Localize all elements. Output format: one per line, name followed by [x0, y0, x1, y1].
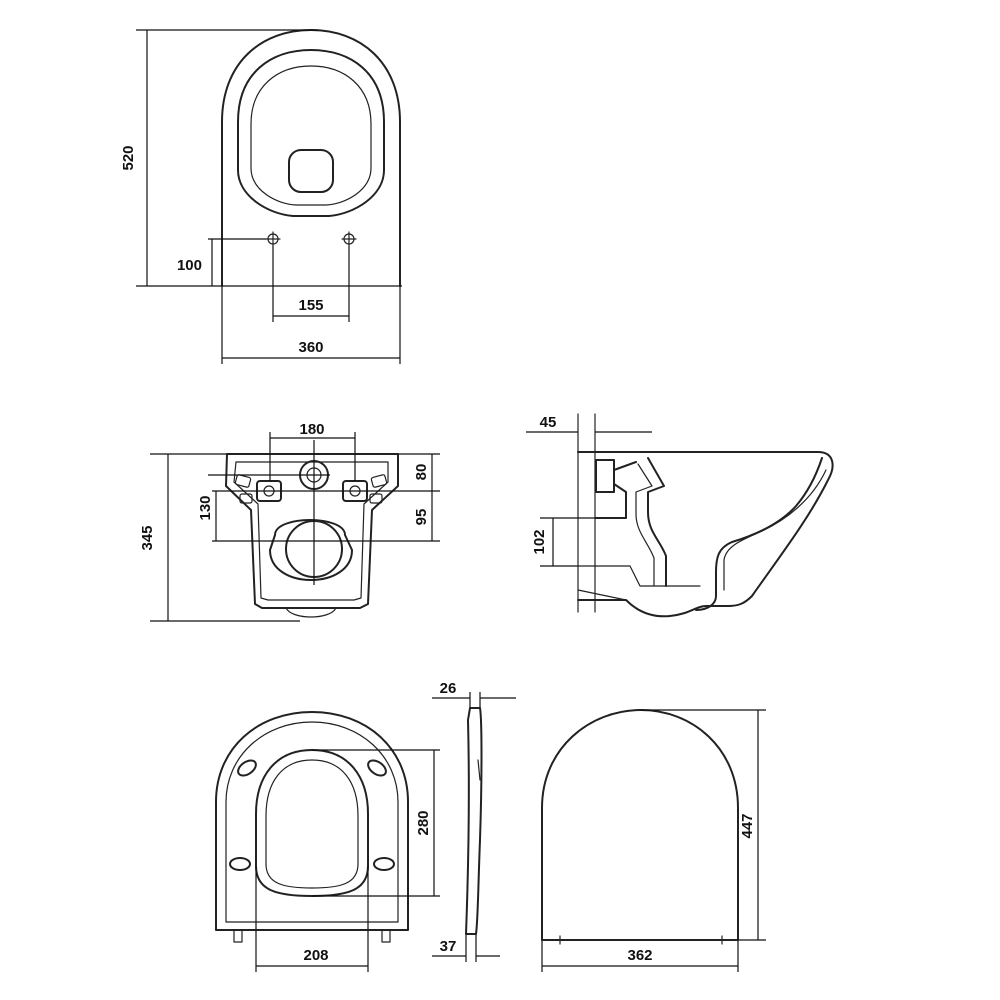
dim-upper-offset: 80 — [413, 464, 430, 481]
side-trap — [647, 457, 667, 587]
back-view: 180 80 95 130 345 — [139, 421, 440, 622]
bolt-hole-left — [265, 231, 281, 247]
dim-wall-gap: 45 — [540, 414, 557, 431]
bowl-inner — [250, 65, 372, 206]
bowl-rim — [237, 49, 385, 217]
dim-lid-width: 362 — [627, 947, 652, 964]
seat-opening — [255, 749, 369, 897]
side-inlet-box — [595, 459, 615, 493]
side-outline — [577, 451, 834, 618]
dim-width: 360 — [298, 339, 323, 356]
bowl-outline — [221, 29, 401, 287]
dim-lid-length: 447 — [739, 813, 756, 838]
waste-outlet — [288, 149, 334, 193]
dim-opening-width: 208 — [303, 947, 328, 964]
dim-lower-offset: 95 — [413, 509, 430, 526]
dim-outlet-height: 102 — [531, 529, 548, 554]
dim-hinge-depth: 37 — [440, 938, 457, 955]
back-outline — [225, 453, 399, 609]
dim-back-height: 345 — [139, 525, 156, 550]
dim-seat-thickness: 26 — [440, 680, 457, 697]
dim-hole-spacing: 180 — [299, 421, 324, 438]
dim-hole-height: 130 — [197, 495, 214, 520]
back-bulge — [285, 607, 337, 618]
side-view: 45 102 — [526, 413, 834, 618]
dim-bolt-offset: 100 — [177, 257, 202, 274]
dim-opening-length: 280 — [415, 810, 432, 835]
seat-side-outline — [465, 707, 483, 935]
seat-outline — [215, 711, 409, 931]
back-inner-outline — [233, 461, 389, 601]
seat-side-view: 26 37 — [432, 680, 516, 962]
lid-view: 447 362 — [541, 709, 766, 972]
back-outlet — [269, 519, 353, 581]
seat-bumper-tl — [237, 759, 257, 777]
dim-top-length: 520 — [120, 145, 137, 170]
seat-bumper-br — [373, 857, 395, 871]
side-bowl-inner — [695, 457, 823, 611]
lid-outline — [541, 709, 739, 941]
seat-bumper-tr — [367, 759, 387, 777]
bolt-hole-right — [341, 231, 357, 247]
seat-bumper-bl — [229, 857, 251, 871]
top-view: 520 100 155 360 — [120, 29, 402, 364]
seat-view: 280 208 — [215, 711, 440, 972]
dim-bolt-spacing: 155 — [298, 297, 323, 314]
